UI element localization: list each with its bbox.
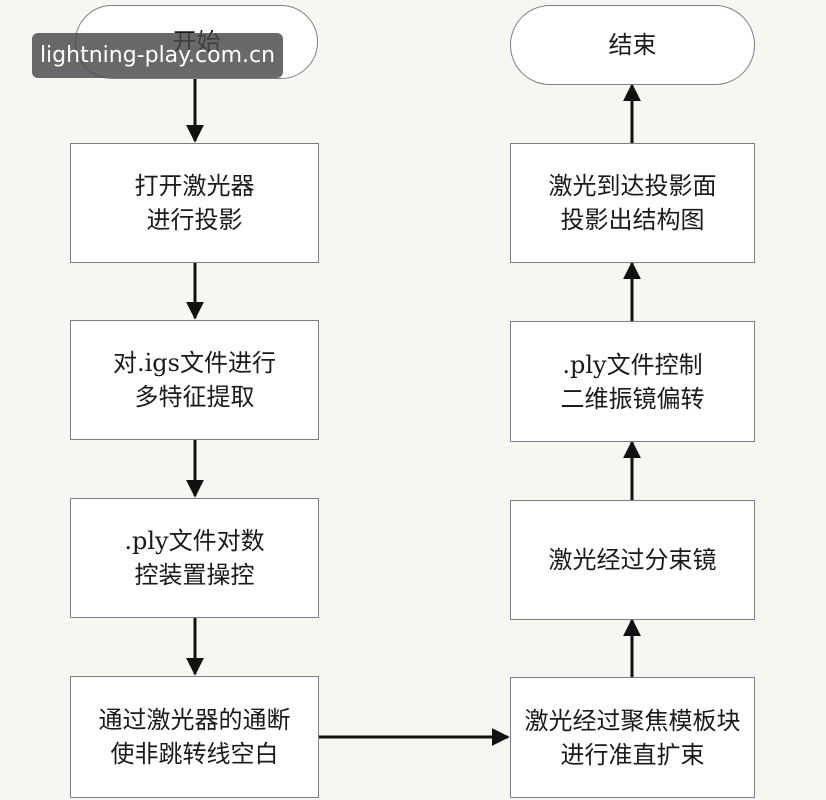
step-igs-extraction: 对.igs文件进行 多特征提取	[70, 320, 319, 440]
watermark: lightning-play.com.cn	[32, 33, 283, 78]
step-galvo-deflection-line2: 二维振镜偏转	[560, 384, 705, 413]
end-label: 结束	[608, 31, 657, 59]
step-open-laser-line1: 打开激光器	[134, 172, 255, 200]
step-focus-module-line1: 激光经过聚焦模板块	[524, 706, 741, 735]
step-open-laser: 打开激光器 进行投影	[70, 143, 319, 263]
step-ply-control-line1: .ply文件对数	[124, 527, 265, 555]
step-projection-surface-line2: 投影出结构图	[560, 206, 705, 234]
step-ply-control-line2: 控装置操控	[134, 561, 255, 589]
step-beam-splitter: 激光经过分束镜	[510, 500, 755, 620]
step-open-laser-line2: 进行投影	[146, 206, 243, 234]
step-focus-module-line2: 进行准直扩束	[560, 740, 705, 769]
step-ply-control: .ply文件对数 控装置操控	[70, 498, 319, 618]
step-projection-surface-line1: 激光到达投影面	[548, 172, 717, 200]
step-igs-extraction-line2: 多特征提取	[134, 383, 255, 411]
step-projection-surface: 激光到达投影面 投影出结构图	[510, 143, 755, 263]
step-igs-extraction-line1: 对.igs文件进行	[113, 349, 276, 377]
step-galvo-deflection-line1: .ply文件控制	[562, 350, 703, 379]
step-galvo-deflection: .ply文件控制 二维振镜偏转	[510, 321, 755, 442]
step-focus-module: 激光经过聚焦模板块 进行准直扩束	[510, 677, 755, 798]
step-beam-splitter-line1: 激光经过分束镜	[548, 546, 717, 574]
end-terminal: 结束	[510, 5, 755, 85]
step-laser-switching-line2: 使非跳转线空白	[110, 740, 279, 768]
step-laser-switching-line1: 通过激光器的通断	[98, 706, 291, 734]
step-laser-switching: 通过激光器的通断 使非跳转线空白	[70, 676, 319, 798]
